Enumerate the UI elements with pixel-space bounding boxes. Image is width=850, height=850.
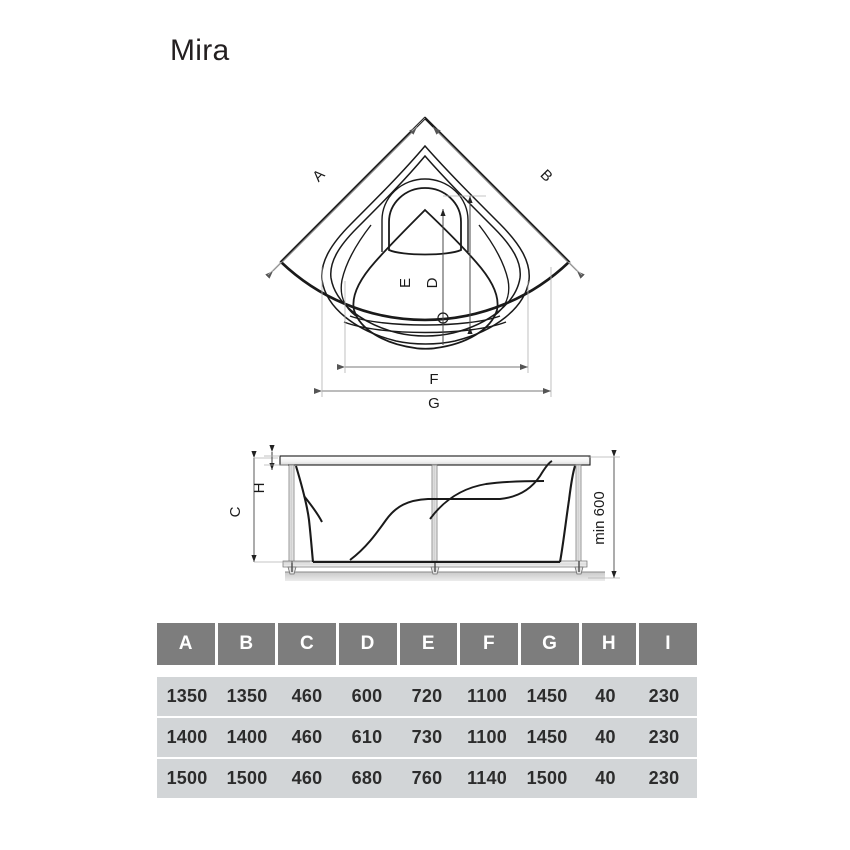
tub-shell-profile (294, 465, 577, 564)
table-row: 1350 1350 460 600 720 1100 1450 40 230 (157, 677, 697, 718)
tub-outer-outline (279, 116, 571, 322)
table-cell: 40 (595, 768, 616, 788)
table-header-cell: A (157, 623, 215, 665)
dimension-label-g: G (428, 395, 440, 412)
dimension-label-f: F (429, 371, 438, 388)
dimension-h: H (251, 445, 288, 494)
table-header-cell: F (460, 623, 518, 665)
table-cell: 230 (648, 768, 680, 788)
table-row: 1500 1500 460 680 760 1140 1500 40 230 (157, 759, 697, 798)
table-cell: 600 (351, 686, 383, 706)
dimension-label-c: C (227, 506, 244, 517)
table-cell: 40 (595, 686, 616, 706)
table-cell: 730 (411, 727, 443, 747)
table-header-cell: C (278, 623, 336, 665)
table-cell: 40 (595, 727, 616, 747)
table-cell: 1500 (166, 768, 208, 788)
table-cell: 1450 (526, 727, 568, 747)
adjustable-feet (287, 561, 584, 575)
dimension-d: D (424, 195, 486, 334)
tub-headrest (381, 178, 469, 256)
elevation-view-group: C H min 600 (227, 445, 620, 581)
table-header-cell: I (639, 623, 698, 665)
dimension-label-e: E (397, 278, 414, 288)
table-cell: 1100 (467, 727, 507, 747)
table-cell: 610 (351, 727, 383, 747)
table-header-cell: E (399, 623, 458, 665)
floor-surface (285, 572, 605, 581)
dimension-label-h: H (251, 483, 268, 494)
dimension-label-b: B (537, 166, 556, 185)
table-cell: 230 (648, 727, 680, 747)
tub-lower-ledge (343, 315, 507, 334)
specification-table: A B C D E F G H I 1350 1350 460 600 720 … (157, 623, 698, 798)
dimension-e: E (397, 209, 446, 345)
table-header-cell: H (581, 623, 637, 665)
dimension-label-min-height: min 600 (591, 491, 608, 544)
page-title: Mira (170, 34, 230, 67)
table-header-cell: G (520, 623, 579, 665)
table-cell: 1500 (226, 768, 268, 788)
table-cell: 460 (291, 768, 323, 788)
tub-rim-slab (279, 455, 591, 466)
dimension-label-a: A (309, 166, 328, 185)
dimension-min-height: min 600 (588, 450, 620, 579)
table-cell: 680 (351, 768, 383, 788)
dimension-label-d: D (424, 277, 441, 288)
table-cell: 230 (648, 686, 680, 706)
table-cell: 1400 (166, 727, 208, 747)
table-cell: 1400 (226, 727, 268, 747)
plan-view-group: A B E D F (265, 116, 585, 412)
dimension-g: G (314, 267, 552, 412)
table-cell: 460 (291, 686, 323, 706)
table-cell: 760 (411, 768, 443, 788)
table-header-row: A B C D E F G H I (157, 623, 698, 665)
table-cell: 1140 (467, 768, 507, 788)
table-cell: 1500 (526, 768, 568, 788)
table-cell: 1100 (467, 686, 507, 706)
table-cell: 1350 (166, 686, 208, 706)
table-cell: 1450 (526, 686, 568, 706)
table-header-cell: B (217, 623, 276, 665)
drain-symbol (437, 312, 449, 324)
table-row: 1400 1400 460 610 730 1100 1450 40 230 (157, 718, 697, 759)
table-cell: 1350 (226, 686, 268, 706)
table-header-cell: D (338, 623, 397, 665)
tub-interior-contour (303, 460, 553, 561)
dimension-c: C (227, 451, 310, 563)
tub-rim-contour (321, 144, 530, 345)
table-body: 1350 1350 460 600 720 1100 1450 40 230 1… (157, 677, 697, 798)
table-cell: 460 (291, 727, 323, 747)
table-cell: 720 (411, 686, 443, 706)
dimension-f: F (337, 281, 529, 388)
